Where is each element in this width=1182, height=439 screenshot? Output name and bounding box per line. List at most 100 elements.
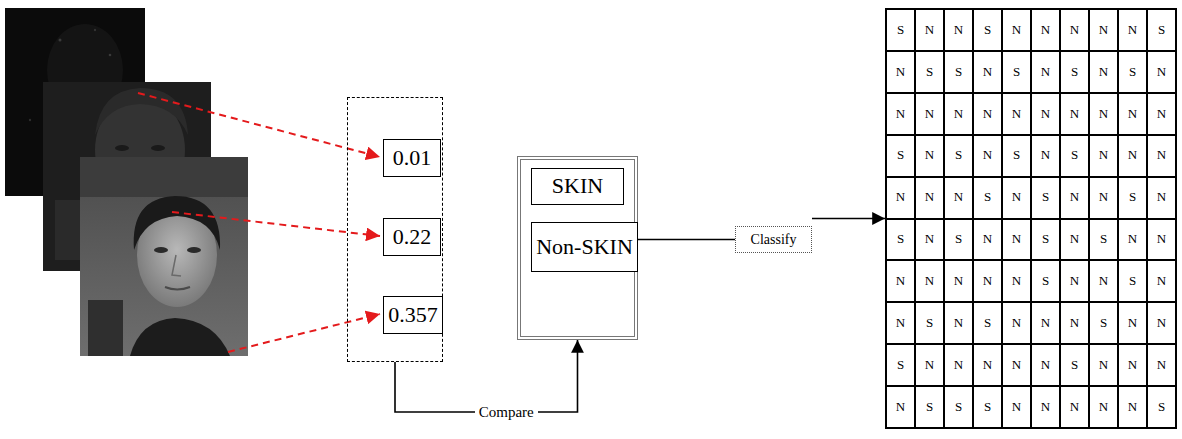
value-group: 0.010.220.357	[347, 97, 443, 362]
grid-cell: N	[1118, 386, 1147, 428]
grid-cell: N	[1002, 302, 1031, 344]
grid-cell: N	[886, 177, 915, 219]
face-image-photo	[80, 157, 248, 356]
grid-cell: S	[973, 177, 1002, 219]
speck	[94, 29, 96, 31]
grid-cell: N	[1147, 302, 1176, 344]
grid-cell: S	[973, 9, 1002, 51]
grid-cell: S	[944, 386, 973, 428]
grid-cell: N	[973, 135, 1002, 177]
eye	[151, 145, 165, 151]
grid-cell: S	[1031, 260, 1060, 302]
connector	[638, 239, 735, 241]
grid-cell: S	[1060, 51, 1089, 93]
grid-cell: S	[1002, 51, 1031, 93]
connector	[395, 340, 578, 412]
grid-cell: N	[1089, 135, 1118, 177]
grid-cell: S	[944, 219, 973, 261]
grid-cell: N	[1089, 260, 1118, 302]
grid-cell: N	[1031, 51, 1060, 93]
grid-cell: N	[1089, 9, 1118, 51]
grid-cell: N	[1060, 219, 1089, 261]
nose	[172, 255, 181, 276]
eye	[115, 145, 129, 151]
grid-cell: N	[1147, 93, 1176, 135]
grid-cell: N	[915, 260, 944, 302]
grid-cell: S	[1118, 177, 1147, 219]
grid-cell: S	[1147, 9, 1176, 51]
grid-cell: S	[944, 51, 973, 93]
grid-cell: N	[1089, 177, 1118, 219]
grid-cell: N	[886, 260, 915, 302]
grid-cell: N	[886, 51, 915, 93]
grid-cell: S	[1060, 344, 1089, 386]
grid-cell: N	[1118, 302, 1147, 344]
grid-cell: N	[1002, 260, 1031, 302]
grid-cell: N	[886, 93, 915, 135]
grid-cell: N	[944, 9, 973, 51]
grid-cell: N	[1060, 386, 1089, 428]
grid-cell: N	[1147, 177, 1176, 219]
grid-cell: N	[915, 177, 944, 219]
image-ground	[80, 157, 248, 356]
grid-cell: S	[973, 386, 1002, 428]
class-box: Non-SKIN	[531, 222, 638, 272]
grid-cell: N	[1118, 344, 1147, 386]
grid-cell: N	[944, 302, 973, 344]
grid-cell: N	[915, 9, 944, 51]
mouth	[165, 287, 190, 290]
node-text: 0.01	[393, 146, 432, 170]
grid-cell: N	[1147, 260, 1176, 302]
grid-cell: N	[1031, 93, 1060, 135]
grid-cell: N	[1002, 344, 1031, 386]
grid-cell: N	[1002, 9, 1031, 51]
grid-cell: S	[973, 302, 1002, 344]
grid-cell: S	[1089, 302, 1118, 344]
connector	[812, 218, 885, 220]
grid-cell: N	[1060, 260, 1089, 302]
grid-cell: S	[1031, 177, 1060, 219]
grid-cell: S	[886, 219, 915, 261]
grid-cell: N	[1147, 51, 1176, 93]
grid-cell: N	[915, 93, 944, 135]
grid-cell: S	[1002, 135, 1031, 177]
grid-cell: S	[1031, 219, 1060, 261]
value-box: 0.01	[383, 139, 441, 177]
grid-cell: N	[944, 93, 973, 135]
speck	[29, 119, 31, 121]
leader-arrow	[138, 93, 380, 157]
grid-cell: S	[1089, 219, 1118, 261]
grid-cell: N	[1147, 344, 1176, 386]
grid-cell: S	[1118, 51, 1147, 93]
edge-label: Compare	[475, 404, 538, 421]
grid-cell: N	[1118, 93, 1147, 135]
grid-cell: N	[944, 260, 973, 302]
grid-cell: S	[915, 51, 944, 93]
grid-cell: N	[1089, 93, 1118, 135]
grid-cell: N	[1002, 177, 1031, 219]
grid-cell: S	[915, 386, 944, 428]
grid-cell: S	[886, 9, 915, 51]
grid-cell: N	[1147, 219, 1176, 261]
grid-cell: N	[1089, 51, 1118, 93]
background-person	[88, 300, 123, 356]
value-box: 0.22	[383, 218, 441, 256]
ceiling-band	[80, 157, 248, 197]
class-box: SKIN	[531, 168, 624, 205]
speck	[109, 54, 112, 57]
grid-cell: N	[915, 344, 944, 386]
grid-cell: N	[915, 219, 944, 261]
grid-cell: N	[1031, 386, 1060, 428]
eye	[187, 247, 201, 253]
grid-cell: N	[1118, 9, 1147, 51]
label-grid: SNNSNNNNNSNSSNSNSNSNNNNNNNNNNNSNSNSNSNNN…	[885, 8, 1177, 429]
grid-cell: N	[1089, 386, 1118, 428]
grid-cell: N	[1031, 135, 1060, 177]
grid-cell: N	[973, 93, 1002, 135]
grid-cell: N	[1002, 386, 1031, 428]
grid-cell: N	[1147, 135, 1176, 177]
grid-cell: N	[944, 177, 973, 219]
grid-cell: S	[915, 302, 944, 344]
